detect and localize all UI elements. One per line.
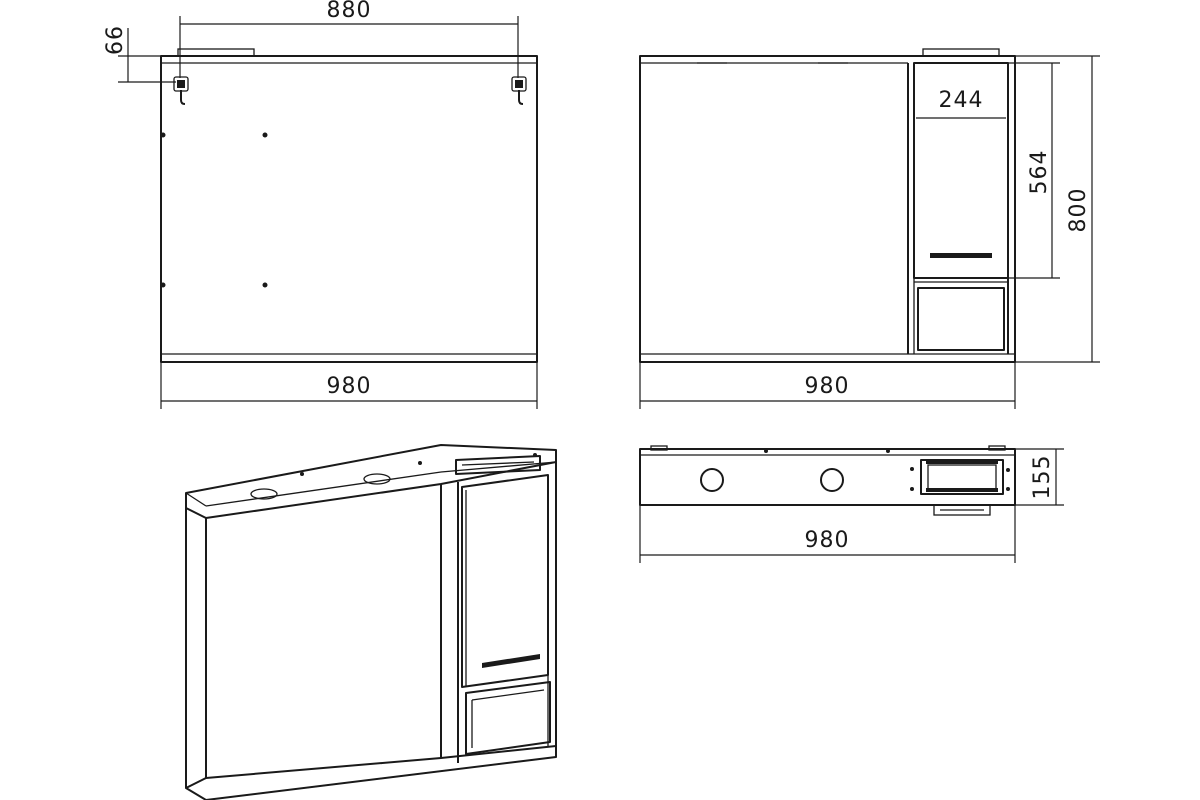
- back-panel: [160, 55, 538, 363]
- dim-label-980-front: 980: [805, 374, 850, 399]
- iso-door-handle-icon: [482, 654, 540, 668]
- iso-top-clip: [455, 455, 541, 475]
- dimension-564: 564: [1008, 62, 1060, 279]
- dimension-880: 880: [179, 0, 519, 78]
- dimension-980-top: 980: [639, 505, 1016, 563]
- door-handle-icon: [930, 253, 992, 258]
- iso-top-surface: [185, 444, 557, 519]
- top-lamp-hole-right: [820, 468, 844, 492]
- top-view: 155 980: [639, 445, 1064, 563]
- dim-label-244: 244: [939, 88, 984, 113]
- iso-door: [461, 474, 549, 688]
- dim-label-980-back: 980: [327, 374, 372, 399]
- top-panel: [639, 448, 1016, 506]
- isometric-view: [185, 444, 557, 800]
- front-view: 244 564 800 980: [639, 48, 1100, 409]
- iso-lamp-hole-right: [363, 473, 391, 485]
- iso-bottom-shelf: [185, 745, 557, 800]
- dim-label-564: 564: [1027, 150, 1052, 195]
- open-shelf: [917, 287, 1005, 351]
- dim-label-880: 880: [327, 0, 372, 23]
- dim-label-155: 155: [1030, 455, 1055, 500]
- iso-lamp-hole-left: [250, 488, 278, 500]
- dim-label-66: 66: [103, 25, 128, 55]
- dimension-980-back: 980: [160, 362, 538, 409]
- front-panel: [639, 55, 1016, 363]
- dimension-980-front: 980: [639, 362, 1016, 409]
- right-hook-icon: [511, 76, 527, 105]
- front-top-clip: [922, 48, 1000, 57]
- dimension-155: 155: [1015, 448, 1064, 506]
- back-view: 880 66 980: [103, 0, 538, 409]
- dim-label-800: 800: [1066, 188, 1091, 233]
- iso-open-shelf: [465, 681, 551, 755]
- door: [913, 62, 1009, 279]
- back-top-clip: [177, 48, 255, 57]
- dimension-66: 66: [103, 25, 176, 83]
- top-lamp-hole-left: [700, 468, 724, 492]
- top-handle-icon: [933, 504, 991, 516]
- dimension-800: 800: [1015, 55, 1100, 363]
- dimension-244: 244: [916, 88, 1006, 119]
- left-hook-icon: [173, 76, 189, 105]
- dim-label-980-top: 980: [805, 528, 850, 553]
